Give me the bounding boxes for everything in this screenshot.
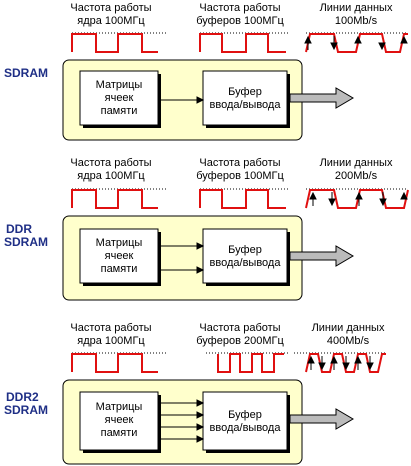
data-wave: [305, 33, 408, 53]
core-wave: [71, 353, 158, 373]
output-arrow: [289, 87, 354, 109]
buffer-label-2: ввода/вывода: [210, 257, 282, 269]
section-label: SDRAM: [4, 66, 48, 80]
data-caption-line1: Линии данных: [320, 2, 393, 14]
data-caption-line2: 100Mb/s: [335, 15, 378, 27]
output-arrow: [289, 245, 354, 267]
buffer-wave: [217, 353, 284, 373]
data-arrows: [309, 191, 408, 207]
buffer-caption-line1: Частота работы: [199, 322, 280, 334]
section-label-line2: SDRAM: [4, 235, 48, 249]
matrix-label-1: Матрицы: [96, 401, 143, 413]
buffer-caption-line2: буферов 100МГц: [196, 15, 284, 27]
core-wave: [71, 33, 158, 53]
matrix-box: [79, 228, 159, 284]
internal-arrows: [158, 399, 205, 443]
buffer-caption-line2: буферов 200МГц: [196, 335, 284, 347]
matrix-label-3: памяти: [101, 427, 138, 439]
core-caption-line2: ядра 100МГц: [77, 335, 145, 347]
buffer-label-2: ввода/вывода: [210, 422, 282, 434]
data-wave: [305, 353, 386, 373]
section-label-line1: DDR2: [6, 390, 39, 404]
matrix-label-2: ячеек: [105, 250, 134, 262]
buffer-wave: [199, 33, 286, 53]
matrix-label-2: ячеек: [105, 414, 134, 426]
buffer-box: [202, 70, 288, 126]
section-ddr2: Частота работы ядра 100МГц Частота работ…: [4, 322, 386, 465]
matrix-label-2: ячеек: [105, 92, 134, 104]
data-caption-line1: Линии данных: [320, 157, 393, 169]
matrix-box: [79, 70, 159, 126]
buffer-label-1: Буфер: [228, 86, 262, 98]
core-caption-line1: Частота работы: [70, 2, 151, 14]
data-arrows: [304, 35, 408, 51]
core-caption-line2: ядра 100МГц: [77, 15, 145, 27]
buffer-label-1: Буфер: [228, 244, 262, 256]
data-caption-line2: 200Mb/s: [335, 170, 378, 182]
buffer-wave: [199, 189, 286, 209]
section-sdram: Частота работы ядра 100МГц Частота работ…: [4, 2, 408, 141]
section-ddr: Частота работы ядра 100МГц Частота работ…: [4, 157, 409, 301]
output-arrow: [289, 408, 354, 430]
internal-arrows: [158, 96, 205, 104]
section-label-line2: SDRAM: [4, 403, 48, 417]
core-caption-line2: ядра 100МГц: [77, 170, 145, 182]
buffer-box: [202, 391, 288, 451]
internal-arrows: [158, 242, 205, 274]
buffer-label-2: ввода/вывода: [210, 99, 282, 111]
data-caption-line1: Линии данных: [312, 322, 385, 334]
matrix-box: [79, 391, 159, 451]
buffer-caption-line1: Частота работы: [199, 157, 280, 169]
core-wave: [71, 189, 158, 209]
buffer-label-1: Буфер: [228, 409, 262, 421]
matrix-label-1: Матрицы: [96, 237, 143, 249]
matrix-label-1: Матрицы: [96, 79, 143, 91]
core-caption-line1: Частота работы: [70, 157, 151, 169]
section-label-line1: DDR: [6, 222, 32, 236]
data-arrows: [307, 355, 374, 371]
buffer-caption-line1: Частота работы: [199, 2, 280, 14]
buffer-box: [202, 228, 288, 284]
buffer-caption-line2: буферов 100МГц: [196, 170, 284, 182]
core-caption-line1: Частота работы: [70, 322, 151, 334]
data-caption-line2: 400Mb/s: [327, 335, 370, 347]
matrix-label-3: памяти: [101, 105, 138, 117]
matrix-label-3: памяти: [101, 263, 138, 275]
